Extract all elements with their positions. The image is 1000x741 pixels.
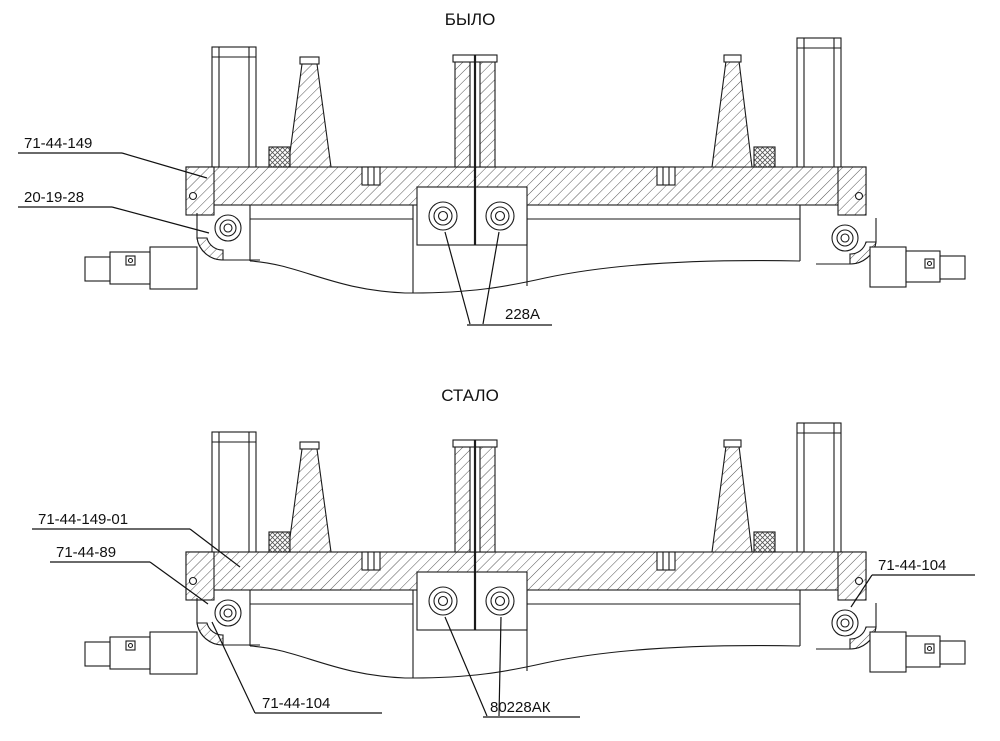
callout-before-center-bearings: 228А xyxy=(444,231,552,326)
leader-line xyxy=(850,574,873,608)
leader-line xyxy=(498,616,502,717)
callout-label: 71-44-149-01 xyxy=(38,511,128,528)
callout-label: 71-44-104 xyxy=(262,695,330,712)
callout-label: 71-44-104 xyxy=(878,557,946,574)
callout-after-center-bearings: 80228АК xyxy=(444,616,580,718)
assembly-before-drawing xyxy=(83,36,967,295)
after-title: СТАЛО xyxy=(441,386,499,405)
leader-line xyxy=(482,231,500,325)
diagram-after: СТАЛО 71-44-149-01 71-44-89 71-44-104 xyxy=(32,386,975,718)
callout-after-left-seal: 71-44-89 xyxy=(50,544,209,605)
callout-before-left-bearing: 20-19-28 xyxy=(18,189,210,234)
before-title: БЫЛО xyxy=(445,10,496,29)
callout-label: 80228АК xyxy=(490,699,551,716)
assembly-after-drawing xyxy=(83,421,967,680)
callout-after-beam-clamp: 71-44-149-01 xyxy=(32,511,241,568)
leader-line xyxy=(211,621,256,714)
callout-before-beam-clamp: 71-44-149 xyxy=(18,135,208,179)
callout-label: 71-44-89 xyxy=(56,544,116,561)
callout-after-left-bearing: 71-44-104 xyxy=(211,621,382,714)
leader-line xyxy=(111,206,210,234)
callout-label: 71-44-149 xyxy=(24,135,92,152)
leader-line xyxy=(444,231,471,325)
leader-line xyxy=(444,616,488,717)
leader-line xyxy=(189,528,241,568)
callout-after-right-bearing: 71-44-104 xyxy=(850,557,975,608)
diagram-before: БЫЛО 71-44-149 20-19-28 228А xyxy=(18,10,967,326)
callout-label: 20-19-28 xyxy=(24,189,84,206)
callout-label: 228А xyxy=(505,306,540,323)
leader-line xyxy=(149,561,209,605)
leader-line xyxy=(121,152,208,179)
